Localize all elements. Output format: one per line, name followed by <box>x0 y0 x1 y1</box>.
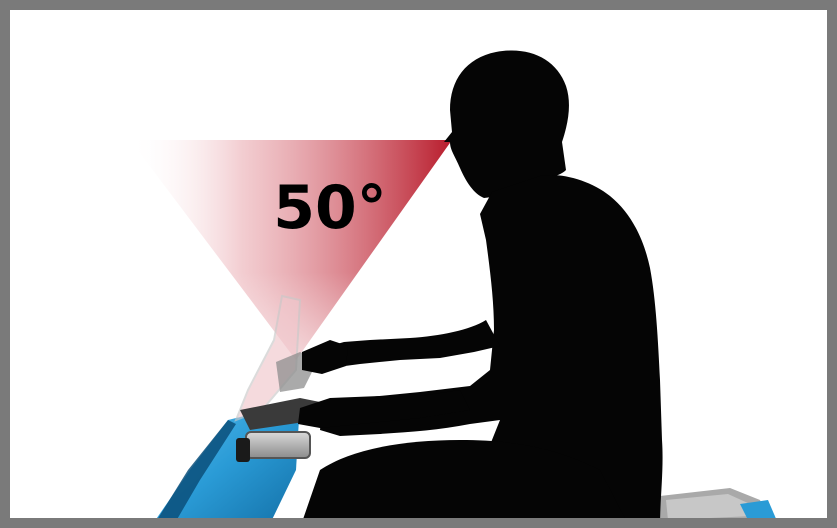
angle-label: 50° <box>273 173 387 243</box>
